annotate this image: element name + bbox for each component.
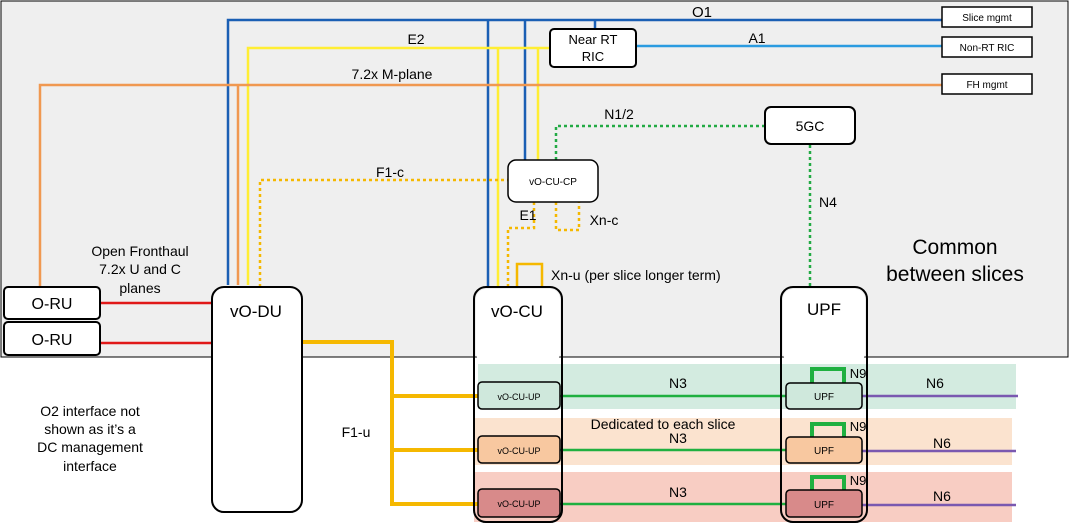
upf-box-3: UPF bbox=[785, 489, 863, 518]
n3-label-3: N3 bbox=[669, 484, 687, 500]
svg-text:UPF: UPF bbox=[814, 446, 834, 457]
m-plane-lines bbox=[38, 83, 942, 287]
svg-text:5GC: 5GC bbox=[796, 118, 825, 134]
n1-2-label: N1/2 bbox=[604, 106, 634, 122]
n9-label-3: N9 bbox=[850, 473, 867, 488]
o2-label-3: DC management bbox=[37, 439, 143, 455]
xn-u-loop bbox=[515, 262, 544, 287]
n4-label: N4 bbox=[819, 194, 837, 210]
o2-label-2: shown as it’s a bbox=[44, 421, 136, 437]
5gc-box: 5GC bbox=[764, 106, 856, 145]
slice-band-1 bbox=[478, 364, 1016, 409]
xn-c-label: Xn-c bbox=[590, 212, 619, 228]
f1-u-lines bbox=[302, 340, 478, 506]
svg-text:vO-CU-CP: vO-CU-CP bbox=[529, 177, 577, 188]
near-rt-ric-box: Near RT RIC bbox=[549, 28, 637, 68]
svg-text:vO-CU-UP: vO-CU-UP bbox=[498, 392, 541, 402]
n9-label-1: N9 bbox=[850, 366, 867, 381]
fronthaul-lines bbox=[100, 301, 212, 345]
xn-u-label: Xn-u (per slice longer term) bbox=[551, 267, 721, 283]
dedicated-label: Dedicated to each slice bbox=[591, 416, 736, 432]
n6-label-1: N6 bbox=[926, 375, 944, 391]
vo-cu-cp-box: vO-CU-CP bbox=[507, 159, 599, 203]
f1-c-label: F1-c bbox=[376, 164, 404, 180]
n6-label-2: N6 bbox=[933, 435, 951, 451]
ofh-label-1: Open Fronthaul bbox=[91, 243, 188, 259]
vo-cu-up-box-2: vO-CU-UP bbox=[477, 435, 561, 464]
svg-text:O-RU: O-RU bbox=[32, 296, 73, 313]
o-ru-box-2: O-RU bbox=[3, 321, 101, 356]
svg-text:FH mgmt: FH mgmt bbox=[966, 80, 1007, 91]
o1-label: O1 bbox=[692, 4, 712, 21]
o2-label-1: O2 interface not bbox=[40, 403, 140, 419]
svg-text:Slice mgmt: Slice mgmt bbox=[962, 13, 1012, 24]
svg-text:UPF: UPF bbox=[814, 500, 834, 511]
f1-c-line bbox=[258, 178, 508, 287]
n3-label-2: N3 bbox=[669, 430, 687, 446]
upf-box-2: UPF bbox=[785, 436, 863, 464]
vo-du-box: vO-DU bbox=[211, 286, 303, 513]
o-ru-box-1: O-RU bbox=[3, 286, 101, 320]
vo-cu-up-box-1: vO-CU-UP bbox=[477, 381, 561, 410]
slice-mgmt-box: Slice mgmt bbox=[941, 6, 1033, 28]
slice-band-2 bbox=[474, 418, 1012, 465]
n3-label-1: N3 bbox=[669, 375, 687, 391]
svg-text:Near RT: Near RT bbox=[569, 32, 618, 47]
n9-label-2: N9 bbox=[850, 419, 867, 434]
n3-lines bbox=[560, 394, 786, 506]
upf-box-1: UPF bbox=[785, 382, 863, 410]
ofh-label-2: 7.2x U and C bbox=[99, 261, 181, 277]
o1-lines bbox=[226, 18, 942, 288]
common-label-1: Common bbox=[912, 236, 997, 259]
ofh-label-3: planes bbox=[119, 280, 160, 296]
svg-text:vO-DU: vO-DU bbox=[230, 302, 282, 321]
common-label-2: between slices bbox=[886, 263, 1024, 286]
svg-text:UPF: UPF bbox=[814, 392, 834, 403]
non-rt-ric-box: Non-RT RIC bbox=[941, 36, 1033, 58]
n6-lines bbox=[862, 394, 1018, 507]
svg-text:vO-CU: vO-CU bbox=[491, 302, 543, 321]
e2-label: E2 bbox=[407, 31, 424, 47]
fh-mgmt-box: FH mgmt bbox=[941, 73, 1033, 95]
e1-label: E1 bbox=[519, 207, 536, 223]
svg-text:UPF: UPF bbox=[807, 300, 841, 319]
svg-text:O-RU: O-RU bbox=[32, 332, 73, 349]
upf-common-box: UPF bbox=[780, 286, 868, 523]
svg-text:vO-CU-UP: vO-CU-UP bbox=[498, 499, 541, 509]
svg-text:Non-RT RIC: Non-RT RIC bbox=[960, 43, 1015, 54]
e2-lines bbox=[246, 46, 550, 288]
vo-cu-box: vO-CU bbox=[473, 286, 563, 523]
slice-band-3 bbox=[474, 472, 1012, 522]
vo-cu-up-box-3: vO-CU-UP bbox=[477, 488, 561, 518]
n9-loops bbox=[810, 367, 846, 490]
m-plane-label: 7.2x M-plane bbox=[352, 66, 433, 82]
a1-label: A1 bbox=[748, 30, 765, 46]
e1-line bbox=[506, 202, 536, 287]
n6-label-3: N6 bbox=[933, 488, 951, 504]
f1-u-label: F1-u bbox=[342, 424, 371, 440]
svg-text:RIC: RIC bbox=[582, 49, 604, 64]
xn-c-loop bbox=[554, 202, 581, 232]
svg-text:vO-CU-UP: vO-CU-UP bbox=[498, 446, 541, 456]
o2-label-4: interface bbox=[63, 458, 117, 474]
